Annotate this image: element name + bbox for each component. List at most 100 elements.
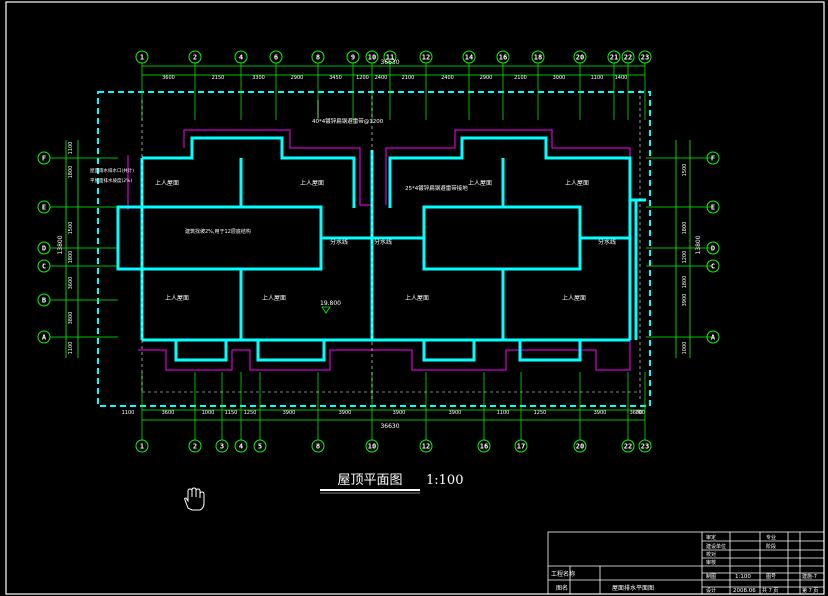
svg-text:23: 23 — [641, 443, 649, 451]
dimension-text: 1000 — [682, 342, 688, 355]
svg-text:8: 8 — [316, 54, 320, 62]
svg-text:4: 4 — [239, 54, 243, 62]
elevation-mark: 19.800 — [320, 300, 341, 307]
grid-bubble-bottom: 8 — [311, 439, 325, 453]
room-label: 上人屋面 — [262, 294, 286, 302]
svg-text:23: 23 — [641, 54, 649, 62]
grid-bubble-top: 20 — [573, 50, 587, 64]
title-block — [547, 531, 825, 595]
svg-text:F: F — [42, 155, 46, 163]
overall-dim-bottom: 36630 — [380, 423, 399, 430]
grid-bubble-top: 6 — [269, 50, 283, 64]
svg-text:D: D — [711, 245, 715, 253]
dimension-text: 3450 — [329, 75, 342, 81]
svg-text:11: 11 — [386, 54, 394, 62]
dimension-text: 2900 — [480, 75, 493, 81]
svg-text:F: F — [711, 155, 715, 163]
dimension-text: 1250 — [534, 410, 547, 416]
grid-bubble-top: 1 — [135, 50, 149, 64]
drawing-title: 屋顶平面图 — [337, 473, 402, 488]
check-label: 校对 — [706, 551, 716, 558]
graph-no-label: 图号 — [766, 574, 776, 580]
grid-bubble-top: 18 — [531, 50, 545, 64]
horizontal-grid-lines — [50, 157, 712, 338]
svg-text:22: 22 — [624, 54, 632, 62]
inner-dashed-lines — [141, 90, 641, 400]
svg-text:8: 8 — [316, 443, 320, 451]
grid-bubbles-right: F E DC A — [706, 151, 720, 344]
svg-text:3: 3 — [220, 443, 224, 451]
svg-text:16: 16 — [499, 54, 507, 62]
dimension-text: 2150 — [212, 75, 225, 81]
svg-text:12: 12 — [422, 443, 430, 451]
room-label: 上人屋面 — [155, 179, 179, 187]
sheet-count: 共 7 页 — [762, 587, 778, 594]
svg-text:20: 20 — [576, 54, 584, 62]
grid-bubble-bottom: 4 — [234, 439, 248, 453]
ridge-label: 分水线 — [330, 238, 348, 246]
dimension-text: 1100 — [122, 410, 135, 416]
grid-bubble-top: 4 — [234, 50, 248, 64]
room-label: 上人屋面 — [165, 294, 189, 302]
dimension-text: 1500 — [682, 164, 688, 177]
dimension-text: 3900 — [594, 410, 607, 416]
slope-note: 25*4镀锌扁钢避雷带接地 — [405, 184, 468, 192]
outlet-note-2: 平屋面排水坡度(2%) — [90, 177, 132, 184]
svg-text:B: B — [42, 297, 46, 305]
svg-text:E: E — [711, 204, 715, 212]
dimension-text: 3000 — [553, 75, 566, 81]
dimension-text: 3900 — [283, 410, 296, 416]
room-label: 上人屋面 — [565, 179, 589, 187]
outlet-note: 屋面雨水排水口(共计) — [90, 167, 134, 174]
scale-value: 1:100 — [735, 574, 751, 580]
dimension-text: 1800 — [682, 276, 688, 289]
svg-text:21: 21 — [610, 54, 618, 62]
grid-bubble-top: 21 — [607, 50, 621, 64]
graph-no-value: 建施-7 — [802, 573, 817, 580]
stage-label: 阶段 — [766, 543, 776, 550]
svg-text:2: 2 — [193, 443, 197, 451]
svg-text:E: E — [42, 204, 46, 212]
hand-cursor-icon — [184, 487, 205, 511]
dimension-text: 1100 — [497, 410, 510, 416]
drawing-frame — [5, 1, 825, 595]
grid-bubble-top: 16 — [496, 50, 510, 64]
room-label: 上人屋面 — [468, 179, 492, 187]
svg-text:18: 18 — [534, 54, 542, 62]
drain-note: 建筑找坡2%,用于12层底结构 — [185, 228, 251, 235]
svg-text:14: 14 — [465, 54, 473, 62]
grid-bubble-bottom: 10 — [365, 439, 379, 453]
title-block-texts: 工程名称 图名 屋面排水平面图 审定 建设单位 校对 审核 制图 设计 1:10… — [551, 534, 818, 594]
dimension-text: 1200 — [356, 75, 369, 81]
grid-bubble-right: C — [706, 259, 720, 273]
dimension-text: 1800 — [682, 222, 688, 235]
grid-bubble-bottom: 23 — [638, 439, 652, 453]
dimension-text: 3900 — [449, 410, 462, 416]
dimension-text: 1800 — [68, 166, 74, 179]
dimension-text: 3800 — [68, 312, 74, 325]
dimension-text: 3900 — [339, 410, 352, 416]
parapet-note: 40*4镀锌扁钢避雷带@1200 — [312, 117, 384, 125]
grid-bubble-right: F — [706, 151, 720, 165]
grid-bubble-right: A — [706, 330, 720, 344]
room-label: 上人屋面 — [405, 294, 429, 302]
grid-bubble-top: 23 — [638, 50, 652, 64]
svg-text:10: 10 — [368, 54, 376, 62]
grid-bubble-left: E — [37, 200, 51, 214]
grid-bubble-bottom: 20 — [573, 439, 587, 453]
dimension-text: 1000 — [202, 410, 215, 416]
dimension-text: 3900 — [393, 410, 406, 416]
draw-label: 制图 — [706, 573, 716, 580]
svg-text:4: 4 — [239, 443, 243, 451]
dimension-text: 1100 — [591, 75, 604, 81]
overall-dim-right: 13800 — [695, 235, 702, 254]
overall-dim-left: 13800 — [57, 235, 64, 254]
svg-text:22: 22 — [624, 443, 632, 451]
svg-text:D: D — [42, 245, 46, 253]
dimension-text: 3900 — [682, 294, 688, 307]
